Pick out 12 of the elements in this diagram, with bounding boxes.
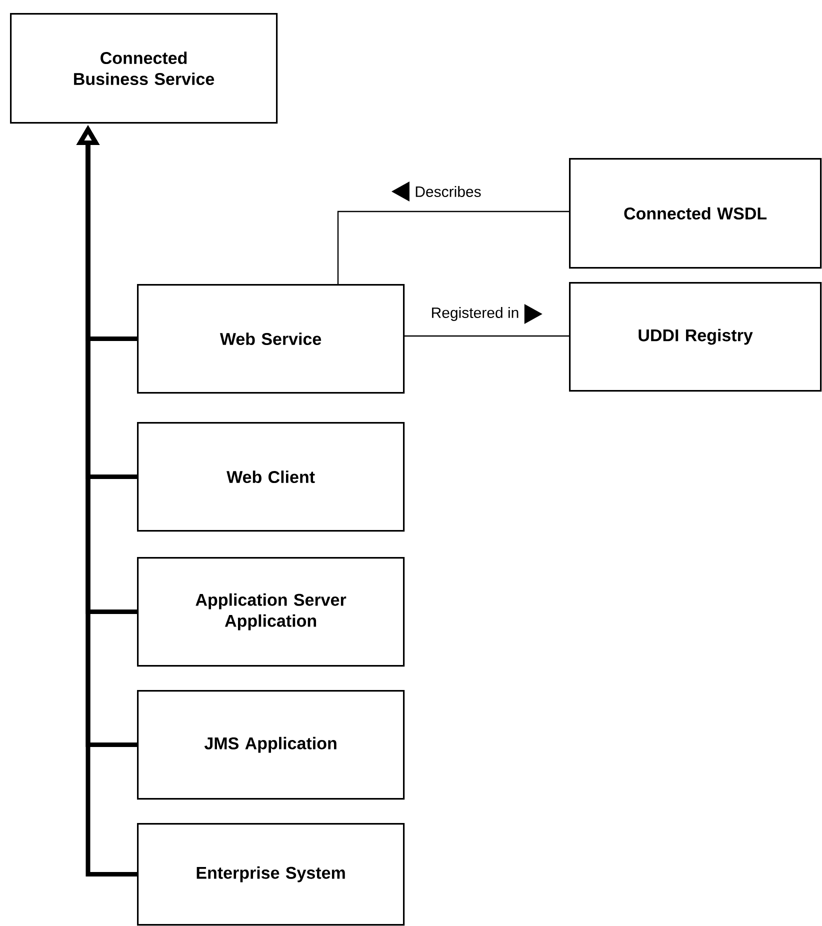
class-box: UDDI Registry	[569, 282, 822, 392]
class-box: Web Client	[137, 422, 405, 532]
class-box: Web Service	[137, 284, 405, 394]
connector	[403, 335, 569, 337]
class-box: Connected WSDL	[569, 158, 822, 269]
class-box: Application Server Application	[137, 557, 405, 667]
class-box: Connected Business Service	[10, 13, 278, 124]
class-box: Enterprise System	[137, 823, 405, 926]
edge-label: Describes	[416, 186, 481, 197]
class-box: JMS Application	[137, 690, 405, 800]
edge-label: Registered in	[432, 307, 518, 321]
connector	[337, 210, 569, 284]
